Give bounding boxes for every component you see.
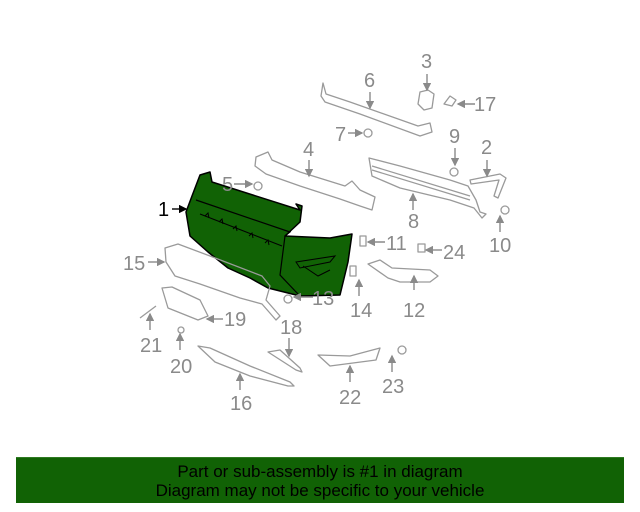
- callout-11[interactable]: 11: [386, 233, 407, 255]
- part-23-bolt[interactable]: [397, 345, 407, 355]
- callout-16[interactable]: 16: [230, 393, 252, 415]
- part-15-fascia[interactable]: [164, 243, 281, 321]
- part-2-trim[interactable]: [469, 173, 507, 199]
- callout-24[interactable]: 24: [443, 242, 465, 264]
- callout-1[interactable]: 1: [158, 199, 169, 221]
- banner-line-part-info: Part or sub-assembly is #1 in diagram: [177, 461, 463, 481]
- part-18-bezel[interactable]: [267, 349, 303, 373]
- part-4-bracket[interactable]: [254, 151, 376, 211]
- callout-labels: 1 2 3 4 5 6 7 8 9 10 11 12 13 14 15 16 1…: [123, 51, 511, 415]
- part-13-fastener[interactable]: [283, 294, 293, 304]
- callout-21[interactable]: 21: [140, 335, 162, 357]
- callout-17[interactable]: 17: [474, 94, 496, 116]
- callout-20[interactable]: 20: [170, 356, 192, 378]
- callout-8[interactable]: 8: [408, 211, 419, 233]
- part-16-lower-grille[interactable]: [197, 345, 295, 387]
- bumper-cover-part-1[interactable]: [185, 171, 353, 297]
- callout-22[interactable]: 22: [339, 387, 361, 409]
- callout-6[interactable]: 6: [364, 70, 375, 92]
- part-9-bolt[interactable]: [449, 167, 459, 177]
- callout-13[interactable]: 13: [312, 288, 334, 310]
- callout-14[interactable]: 14: [350, 300, 372, 322]
- callout-19[interactable]: 19: [224, 309, 246, 331]
- callout-23[interactable]: 23: [382, 376, 404, 398]
- callout-3[interactable]: 3: [421, 51, 432, 73]
- part-7-fastener[interactable]: [363, 128, 373, 138]
- callout-5[interactable]: 5: [222, 174, 233, 196]
- part-24-clip[interactable]: [417, 243, 426, 253]
- info-banner: Part or sub-assembly is #1 in diagram Di…: [16, 457, 624, 503]
- callout-12[interactable]: 12: [403, 300, 425, 322]
- callout-18[interactable]: 18: [280, 317, 302, 339]
- part-11-clip[interactable]: [359, 235, 367, 247]
- part-12-support[interactable]: [367, 259, 439, 283]
- part-22-molding[interactable]: [317, 347, 381, 367]
- callout-15[interactable]: 15: [123, 253, 145, 275]
- part-5-fastener[interactable]: [253, 181, 263, 191]
- part-21-pin[interactable]: [139, 305, 157, 319]
- callout-4[interactable]: 4: [303, 139, 314, 161]
- callout-7[interactable]: 7: [335, 124, 346, 146]
- callout-9[interactable]: 9: [449, 126, 460, 148]
- part-20-screw[interactable]: [177, 326, 185, 334]
- callout-2[interactable]: 2: [481, 137, 492, 159]
- part-3-clip[interactable]: [417, 89, 435, 111]
- part-14-clip[interactable]: [349, 265, 357, 277]
- part-6-absorber[interactable]: [320, 82, 433, 137]
- part-19-license-bracket[interactable]: [161, 286, 209, 321]
- callout-10[interactable]: 10: [489, 235, 511, 257]
- part-10-bolt[interactable]: [500, 205, 510, 215]
- leader-arrows: [145, 74, 505, 390]
- part-8-beam[interactable]: [368, 157, 487, 219]
- banner-line-disclaimer: Diagram may not be specific to your vehi…: [155, 480, 485, 500]
- part-17-clip[interactable]: [443, 95, 457, 107]
